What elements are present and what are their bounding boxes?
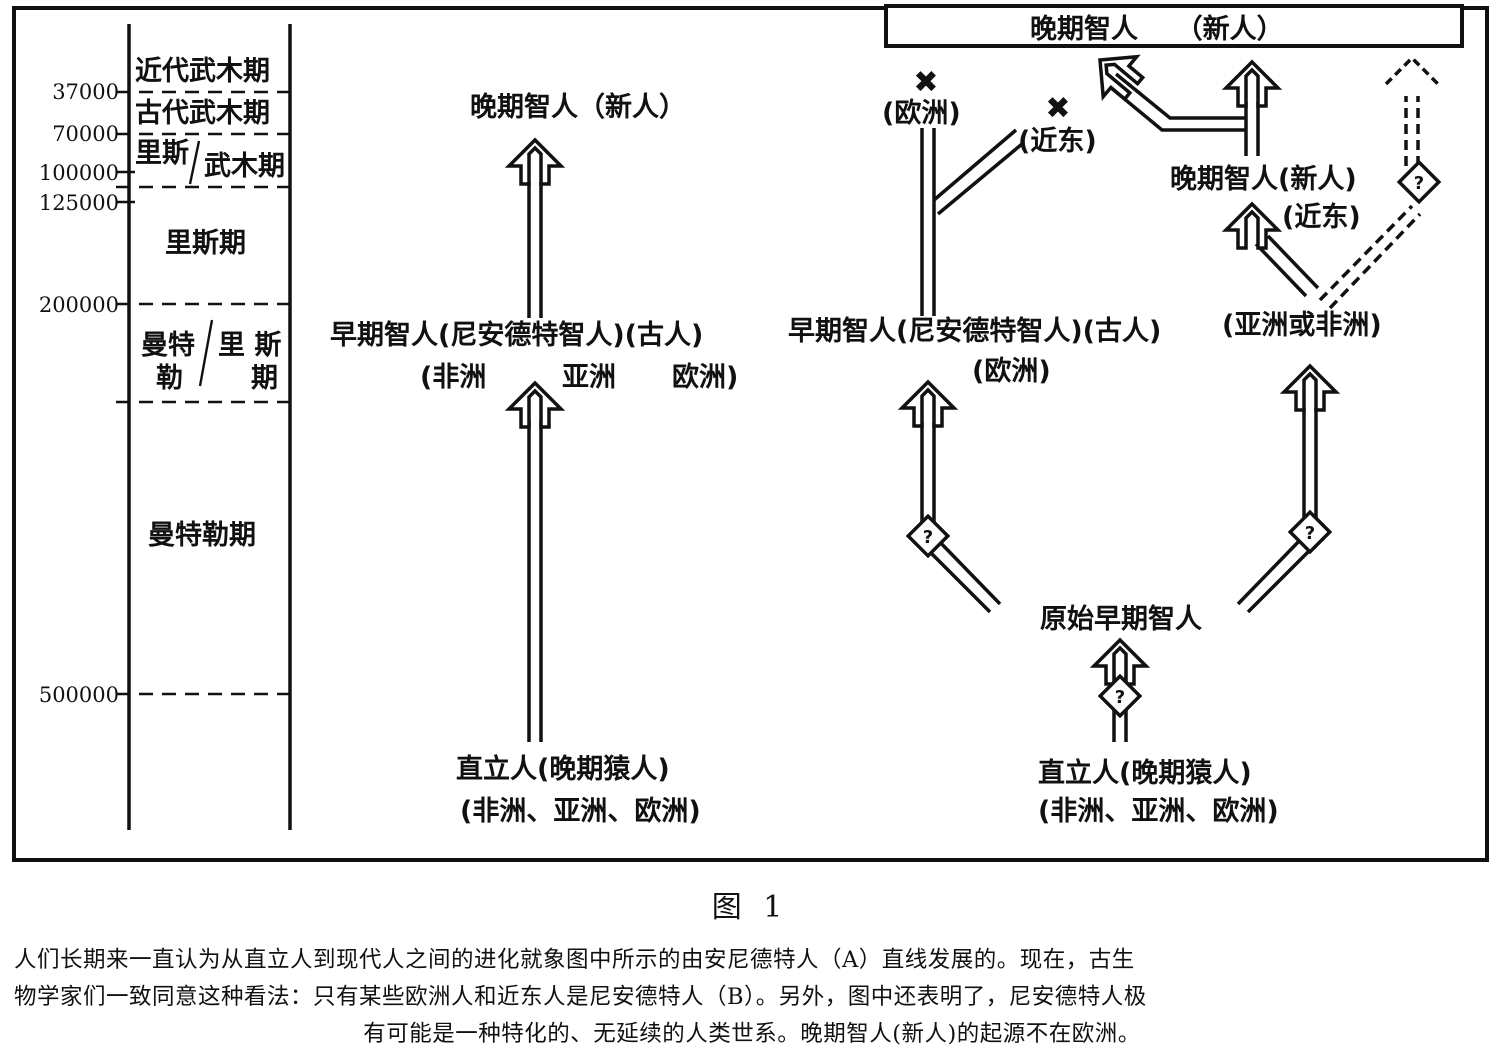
b-homo-erectus: 直立人(晚期猿人): [1038, 757, 1252, 789]
a-early-sapiens: 早期智人(尼安德特智人)(古人): [330, 320, 703, 351]
arrow-a-upper: [507, 138, 563, 186]
a-late-sapiens: 晚期智人（新人）: [470, 91, 686, 123]
caption-line-3: 有可能是一种特化的、无延续的人类世系。晚期智人(新人)的起源不在欧洲。: [363, 1021, 1141, 1047]
caption-line-1: 人们长期来一直认为从直立人到现代人之间的进化就象图中所示的由安尼德特人（A）直线…: [14, 947, 1135, 973]
a-region-africa: (非洲: [420, 362, 486, 393]
arrow-b-asia-africa: [1282, 364, 1338, 412]
tick-125000: 125000: [39, 191, 119, 215]
svg-text:?: ?: [1305, 523, 1315, 544]
tick-500000: 500000: [39, 683, 119, 707]
a-region-asia: 亚洲: [562, 362, 616, 393]
top-box: [884, 4, 1464, 48]
b-late-sapiens-region: (近东): [1282, 201, 1361, 233]
tick-100000: 100000: [39, 161, 119, 185]
b-early-sapiens-region: (欧洲): [972, 356, 1051, 387]
tick-70000: 70000: [52, 122, 119, 146]
extinct-europe-icon: ✖: [913, 65, 938, 100]
b-late-sapiens: 晚期智人(新人): [1170, 163, 1357, 195]
b-early-sapiens: 早期智人(尼安德特智人)(古人): [788, 316, 1161, 347]
b-region-neareast-extinct: (近东): [1018, 125, 1097, 157]
period-mindel-a: 曼特: [141, 330, 195, 361]
period-riss-a: 里斯: [135, 138, 189, 169]
diagram-a: 晚期智人（新人） 早期智人(尼安德特智人)(古人) (非洲 亚洲 欧洲) 直立人…: [330, 91, 738, 827]
figure-title: 图 1: [711, 890, 789, 925]
tick-200000: 200000: [39, 293, 119, 317]
question-diamond-dashed: ?: [1396, 159, 1442, 205]
diagram-frame: [12, 6, 1489, 862]
period-mindel: 曼特勒期: [148, 520, 256, 551]
b-top-late-sapiens: 晚期智人 （新人）: [1030, 13, 1284, 45]
period-mindel-b: 勒: [156, 363, 183, 394]
a-homo-erectus: 直立人(晚期猿人): [456, 753, 670, 785]
figure-caption: 人们长期来一直认为从直立人到现代人之间的进化就象图中所示的由安尼德特人（A）直线…: [14, 942, 1490, 1053]
arrow-a-lower: [507, 381, 563, 429]
period-riss-d: 期: [251, 363, 278, 394]
svg-text:?: ?: [1414, 173, 1424, 194]
period-recent-wurm: 近代武木期: [135, 56, 270, 87]
question-diamond-asia: ?: [1287, 509, 1333, 555]
period-ancient-wurm: 古代武木期: [135, 98, 270, 129]
arrow-b-near-east: [1224, 202, 1280, 250]
b-archaic-sapiens: 原始早期智人: [1040, 603, 1202, 635]
question-diamond-archaic: ?: [1097, 673, 1143, 719]
question-diamond-europe: ?: [905, 513, 951, 559]
b-region-europe-extinct: (欧洲): [882, 98, 961, 129]
a-erectus-regions: (非洲、亚洲、欧洲): [460, 796, 701, 827]
period-wurm-b: 武木期: [204, 151, 285, 182]
uncertainty-markers: ? ? ? ?: [905, 159, 1442, 719]
period-riss-c: 里 斯: [218, 330, 281, 361]
svg-text:?: ?: [1115, 687, 1125, 708]
arrow-b-top: [1224, 60, 1280, 108]
b-erectus-regions: (非洲、亚洲、欧洲): [1038, 796, 1279, 827]
arrow-b-dashed: [1384, 55, 1440, 86]
tick-37000: 37000: [52, 80, 119, 104]
period-riss: 里斯期: [165, 228, 246, 259]
caption-line-2: 物学家们一致同意这种看法：只有某些欧洲人和近东人是尼安德特人（B）。另外，图中还…: [14, 984, 1147, 1010]
extinct-neareast-icon: ✖: [1045, 91, 1070, 126]
timeline: 37000 70000 100000 125000 200000 500000 …: [39, 24, 292, 830]
b-asia-africa: (亚洲或非洲): [1222, 310, 1382, 341]
a-region-europe: 欧洲): [672, 362, 738, 393]
arrow-b-europe: [900, 380, 956, 428]
svg-text:?: ?: [923, 527, 933, 548]
